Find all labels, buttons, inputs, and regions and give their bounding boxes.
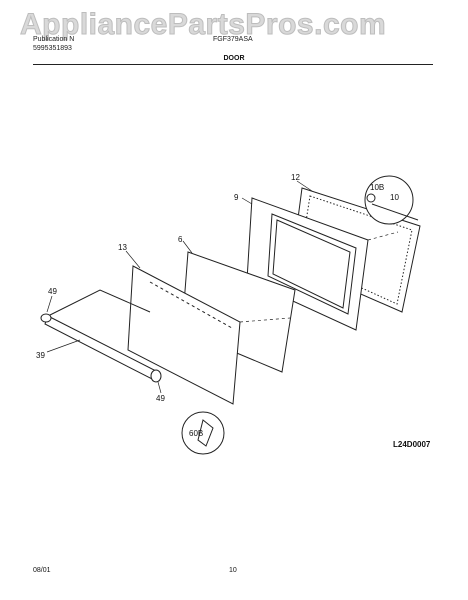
footer-page-number: 10 bbox=[229, 567, 237, 574]
part-label-49-left: 49 bbox=[48, 287, 57, 296]
part-label-9: 9 bbox=[234, 193, 239, 202]
part-label-10: 10 bbox=[390, 193, 399, 202]
footer-date: 08/01 bbox=[33, 567, 51, 574]
part-outer-door-panel bbox=[127, 265, 241, 405]
part-label-49-right: 49 bbox=[156, 394, 165, 403]
part-handle-end-cap-left bbox=[40, 313, 52, 323]
part-label-6: 6 bbox=[178, 235, 183, 244]
part-handle-end-cap-right bbox=[150, 369, 162, 383]
diagram-code: L24D0007 bbox=[393, 440, 431, 449]
part-label-60b: 60B bbox=[189, 429, 203, 438]
header-rule bbox=[33, 64, 433, 65]
part-label-13: 13 bbox=[118, 243, 127, 252]
publication-label: Publication N bbox=[33, 36, 75, 43]
part-label-12: 12 bbox=[291, 173, 300, 182]
part-label-39: 39 bbox=[36, 351, 45, 360]
publication-number: 5995351893 bbox=[33, 45, 72, 52]
model-number: FGF379ASA bbox=[213, 36, 253, 43]
watermark: AppliancePartsPros.com bbox=[19, 8, 387, 42]
callout-circle-10 bbox=[364, 175, 414, 225]
part-door-window bbox=[267, 213, 357, 315]
part-label-10b: 10B bbox=[370, 183, 384, 192]
section-title: DOOR bbox=[223, 55, 245, 62]
